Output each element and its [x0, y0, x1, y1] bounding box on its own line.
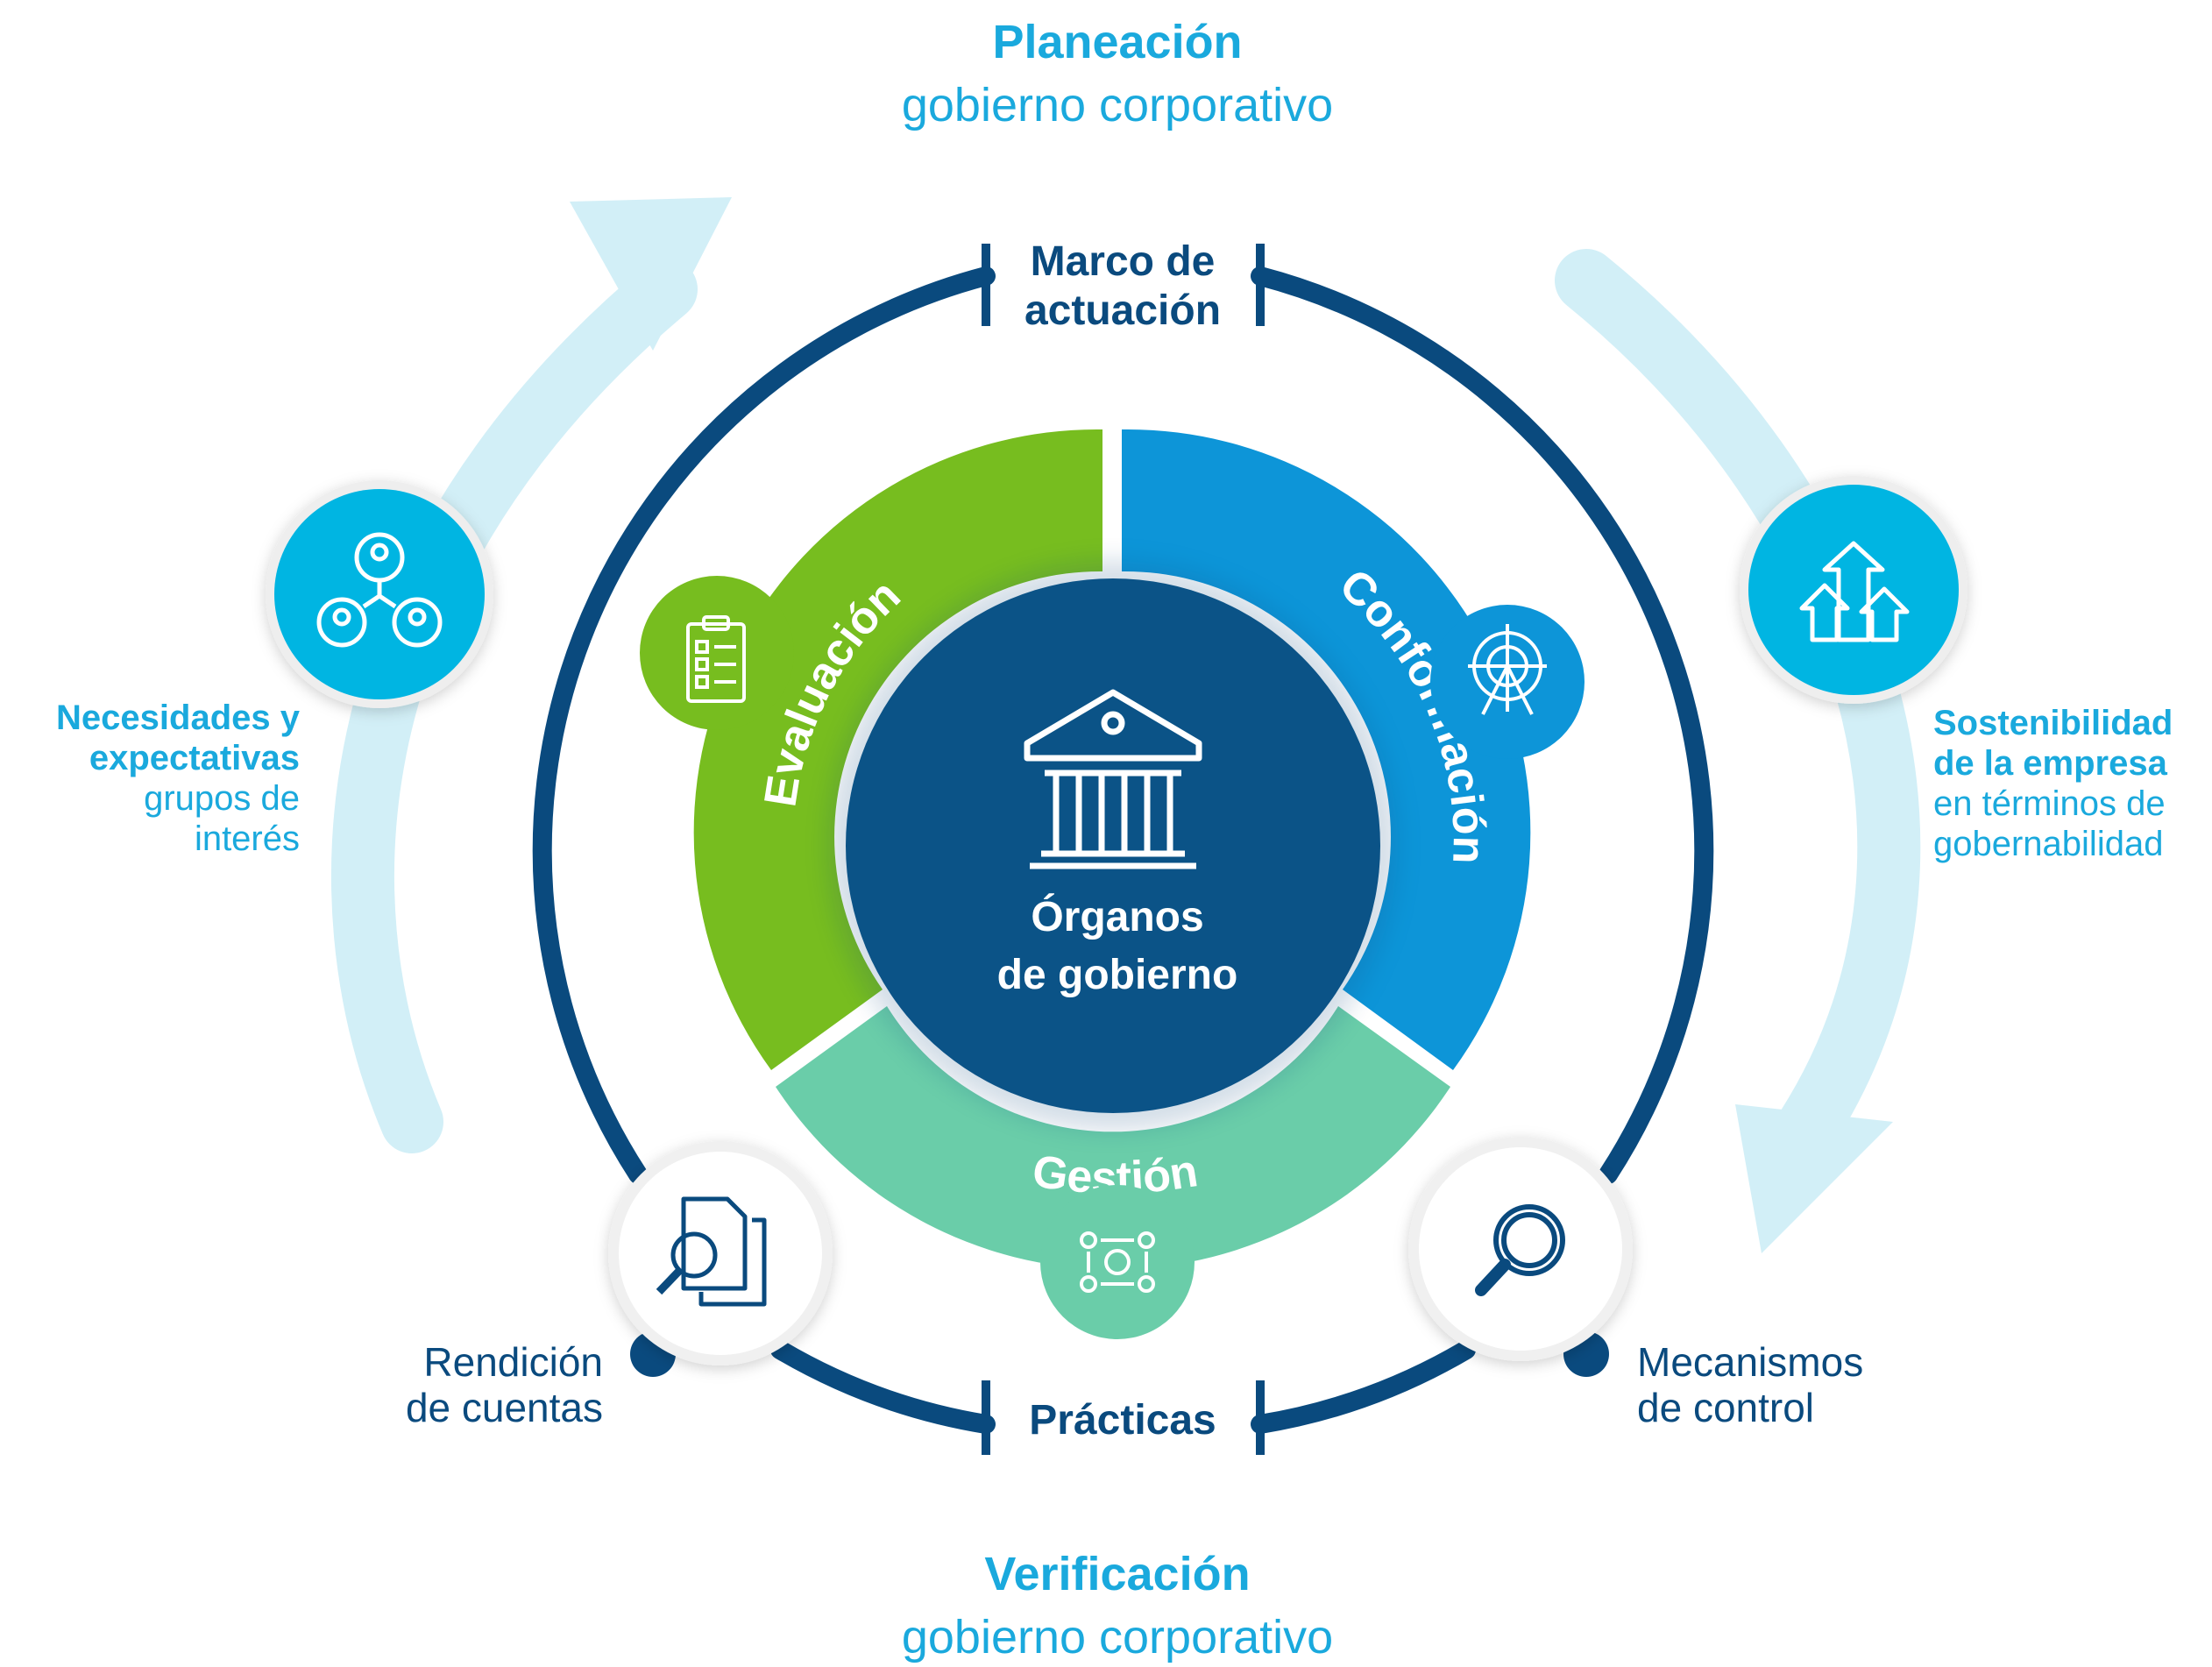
mecanismos-line1: Mecanismos [1637, 1339, 1863, 1385]
mecanismos-line2: de control [1637, 1385, 1814, 1430]
center-title-line2: de gobierno [997, 952, 1238, 998]
practicas-label: Prácticas [1029, 1397, 1216, 1444]
magnifier-icon [1475, 1204, 1565, 1296]
planeacion-title: Planeación [992, 16, 1242, 68]
planeacion-subtitle: gobierno corporativo [902, 79, 1333, 131]
process-people-icon [1080, 1231, 1155, 1293]
verificacion-subtitle: gobierno corporativo [902, 1611, 1333, 1663]
target-icon [1468, 624, 1547, 715]
bank-building-icon [1024, 689, 1202, 869]
marco-label-line2: actuación [1024, 287, 1221, 334]
right-note-line4: gobernabilidad [1933, 825, 2163, 863]
people-network-icon [316, 532, 443, 648]
right-cycle-arrow [1555, 249, 1921, 1253]
left-note-bold1: Necesidades y [56, 699, 301, 737]
outer-ring [532, 266, 1714, 1434]
left-cycle-arrow [330, 197, 732, 1153]
checklist-badge [640, 576, 794, 730]
checklist-icon [686, 615, 746, 703]
rendicion-line1: Rendición [423, 1339, 603, 1385]
marco-label-line1: Marco de [1031, 238, 1216, 285]
growth-arrows-icon [1799, 541, 1910, 642]
growth-arrows-badge[interactable] [1740, 476, 1967, 704]
ring-caps [982, 244, 1265, 1455]
center-circle [846, 578, 1380, 1113]
left-note-bold2: expectativas [89, 739, 300, 777]
rendicion-line2: de cuentas [406, 1385, 603, 1430]
document-search-badge[interactable] [608, 1141, 833, 1366]
left-note-line4: interés [195, 819, 300, 858]
right-note-bold1: Sostenibilidad [1933, 704, 2173, 742]
right-note-line3: en términos de [1933, 784, 2166, 823]
target-badge [1430, 605, 1585, 759]
document-search-icon [656, 1196, 767, 1307]
magnifier-badge[interactable] [1408, 1137, 1633, 1361]
left-note-line3: grupos de [144, 779, 300, 818]
verificacion-title: Verificación [984, 1548, 1250, 1600]
right-note-bold2: de la empresa [1933, 744, 2168, 783]
center-title-line1: Órganos [1031, 892, 1203, 940]
process-badge [1040, 1185, 1195, 1339]
